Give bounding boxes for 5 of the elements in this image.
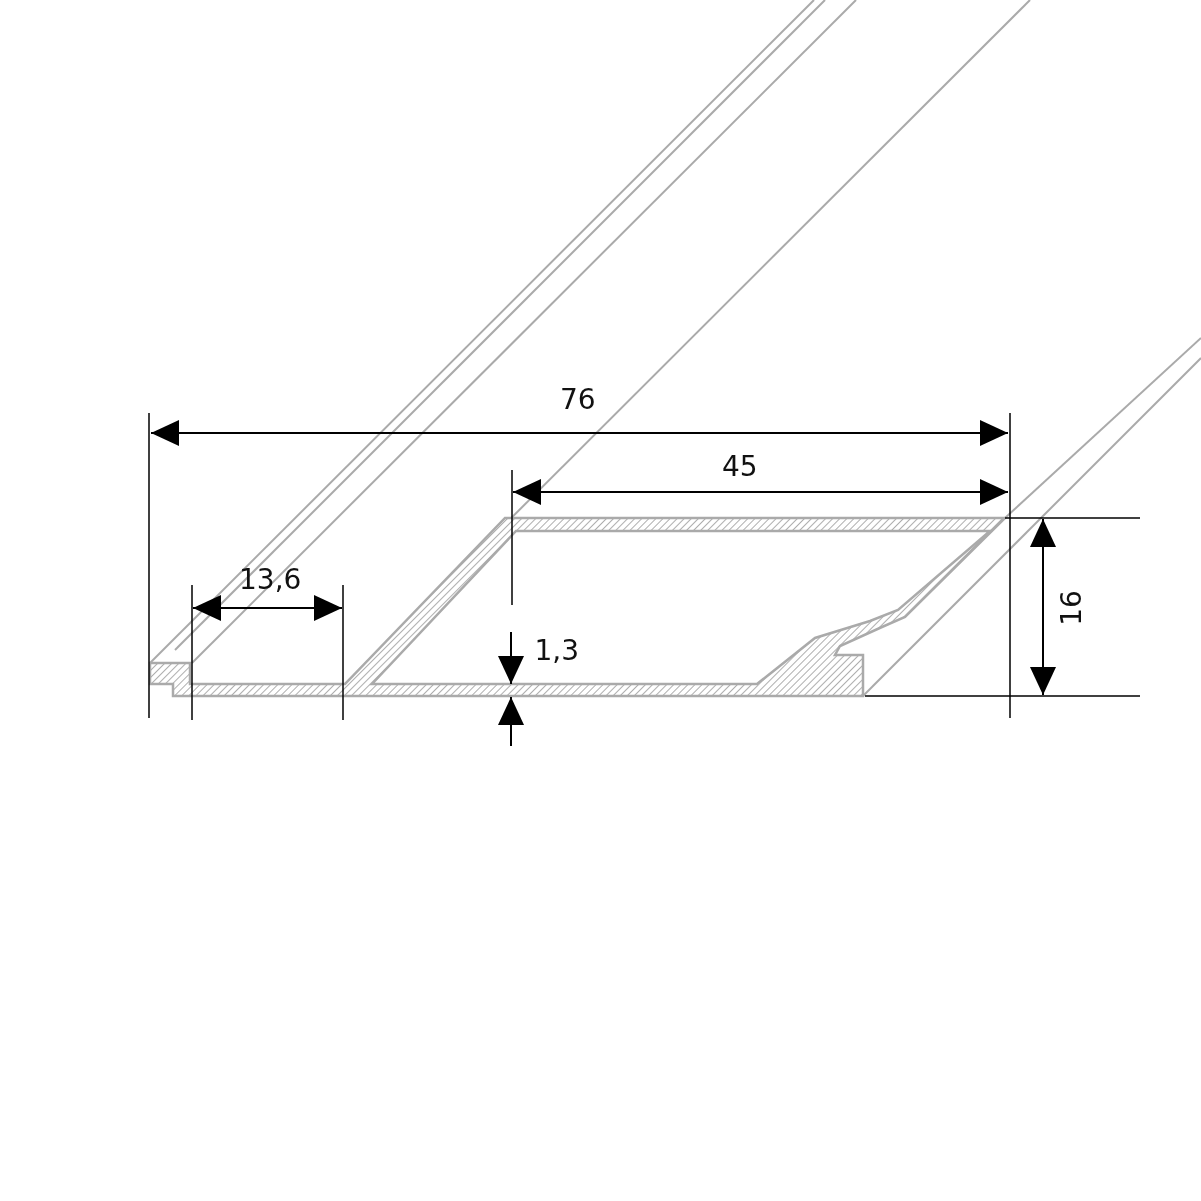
dimension-label: 16 — [1057, 590, 1086, 626]
dimension-label: 76 — [560, 386, 596, 414]
dimension-label: 1,3 — [534, 637, 580, 665]
dimension-label: 13,6 — [239, 566, 302, 594]
dimension-label: 45 — [722, 453, 758, 481]
